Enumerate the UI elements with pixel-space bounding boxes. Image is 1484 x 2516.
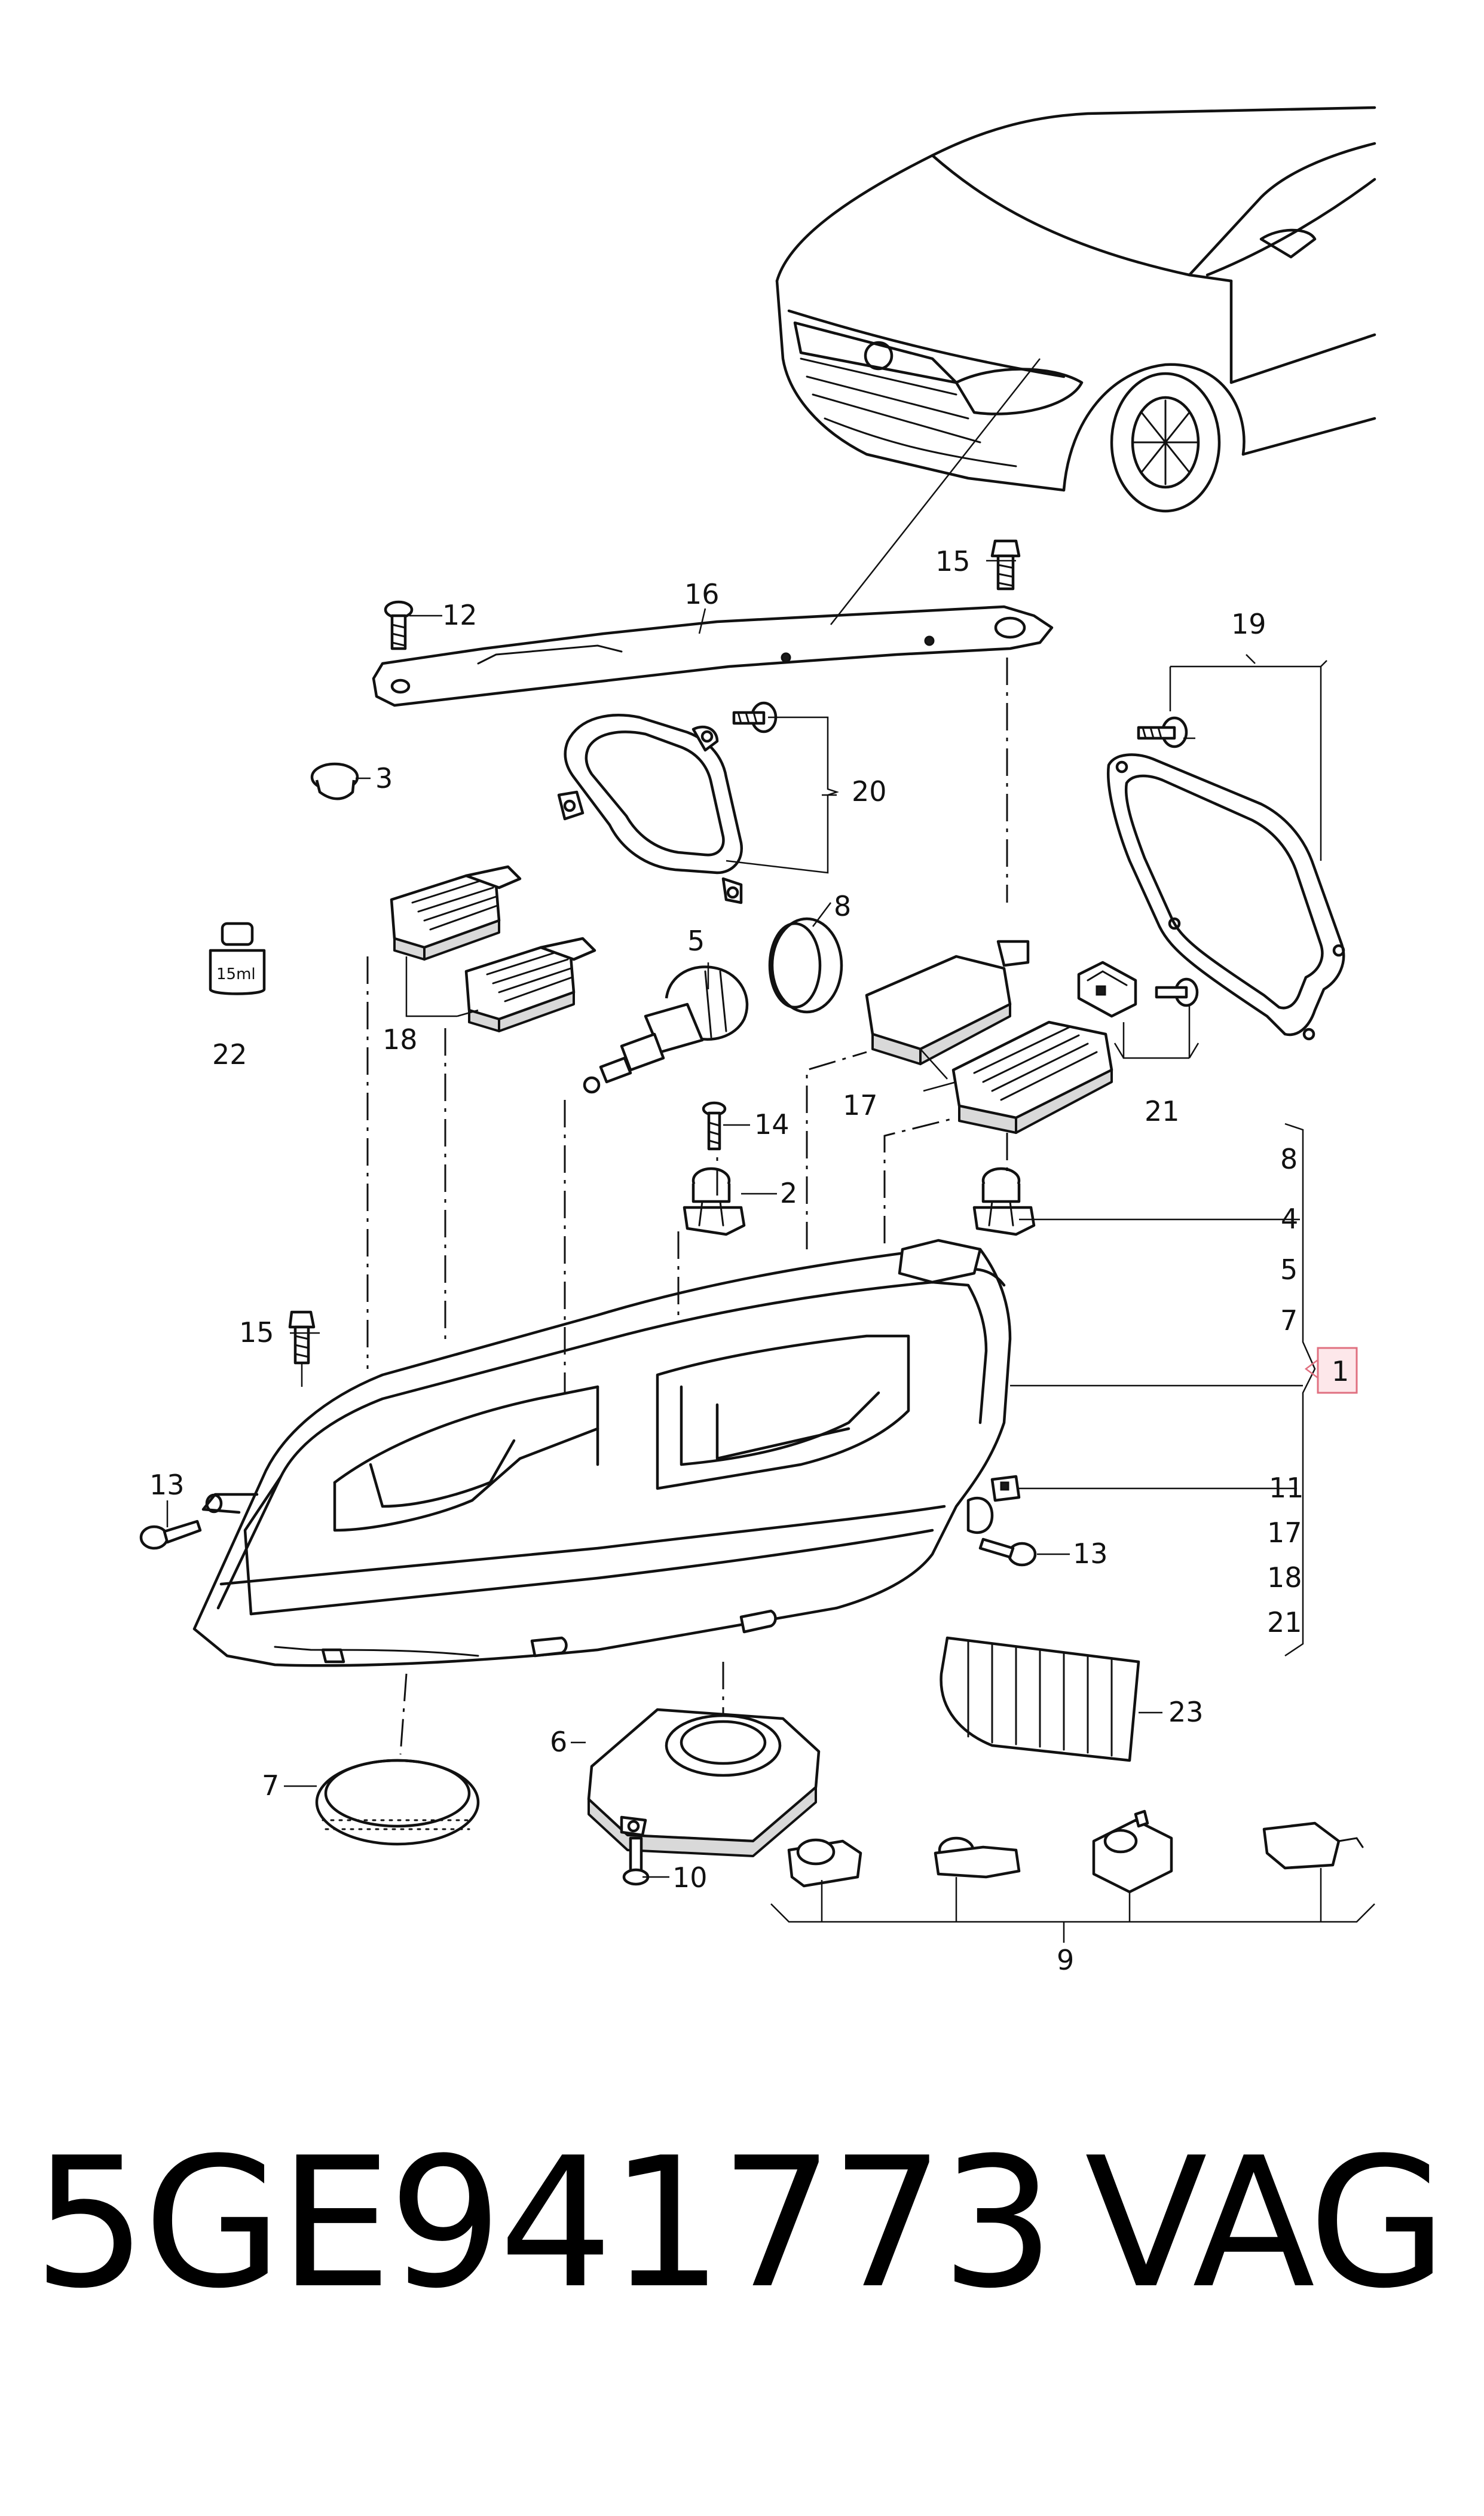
part-15-bolt-top (990, 539, 1021, 591)
part-20-frame (557, 714, 743, 904)
part-19-screw (1137, 716, 1188, 748)
part-13-screw-right (978, 1537, 1037, 1567)
kit-item: 7 (1280, 1304, 1298, 1337)
callout-15-top: 15 (935, 545, 971, 577)
callout-5: 5 (687, 925, 705, 957)
part-22-grease-bottle: 15ml (209, 922, 266, 995)
callout-9: 9 (1057, 1944, 1074, 1976)
part-17-control-unit-b (951, 1020, 1113, 1134)
part-9-connector-c (1092, 1809, 1173, 1894)
part-12-bolt (384, 600, 414, 650)
callout-18: 18 (383, 1023, 418, 1056)
callout-16: 16 (684, 578, 720, 610)
part-1-headlight-assembly (192, 1239, 1012, 1667)
kit-item: 8 (1280, 1143, 1298, 1175)
kit-parts-list: 8 5 7 17 18 21 (1267, 1143, 1302, 1638)
part-7-ring (315, 1759, 480, 1846)
part-9-connector-b (934, 1836, 1021, 1879)
part-19-frame (1107, 753, 1345, 1041)
callout-1: 1 (1332, 1355, 1349, 1387)
callout-3: 3 (375, 762, 393, 794)
part-15-bolt-left (288, 1310, 316, 1365)
part-21-clip (1077, 961, 1137, 1018)
callout-19: 19 (1231, 608, 1266, 640)
leader-lines (166, 358, 1375, 1943)
callout-13-left: 13 (149, 1469, 185, 1501)
part-9-connector-a (787, 1838, 862, 1888)
callout-14: 14 (754, 1108, 790, 1141)
bottle-label: 15ml (216, 965, 256, 983)
callout-13-right: 13 (1073, 1537, 1108, 1570)
kit-item: 5 (1280, 1254, 1298, 1286)
callout-15-left: 15 (239, 1316, 274, 1349)
callout-6: 6 (550, 1726, 567, 1758)
part-number: 5GE941773 (33, 2119, 1055, 2328)
callout-23: 23 (1168, 1696, 1204, 1728)
callout-4: 4 (1281, 1203, 1298, 1235)
callout-7: 7 (262, 1769, 279, 1802)
kit-item: 17 (1267, 1517, 1302, 1549)
callout-21: 21 (1145, 1095, 1180, 1127)
part-21-screw (1155, 977, 1199, 1007)
part-4-adjuster (972, 1167, 1036, 1236)
callout-12: 12 (442, 599, 478, 631)
callout-2: 2 (780, 1177, 797, 1209)
part-9-connector-d (1262, 1821, 1364, 1870)
part-18-led-module-a (390, 865, 522, 961)
part-14-bolt (702, 1101, 727, 1151)
brand-name: VAG (1085, 2119, 1447, 2328)
callout-labels: 1 2 3 4 5 6 7 8 9 10 11 12 13 13 14 15 1… (149, 545, 1349, 1976)
part-3-plug (310, 762, 359, 800)
part-13-screw-left (139, 1520, 202, 1550)
callout-22: 22 (212, 1038, 247, 1071)
callout-8: 8 (834, 890, 851, 922)
kit-item: 21 (1267, 1606, 1302, 1638)
part-5-bulb (583, 965, 749, 1094)
part-2-adjuster (683, 1167, 746, 1236)
part-8-seal-ring (768, 917, 843, 1014)
part-18-led-module-b (464, 937, 596, 1032)
part-11-clip (990, 1475, 1021, 1502)
callout-10: 10 (672, 1861, 708, 1894)
part-6-control-unit (587, 1708, 821, 1857)
part-17-control-unit-a (865, 940, 1030, 1065)
part-16-mounting-bracket (372, 605, 1054, 707)
callout-17: 17 (843, 1089, 878, 1121)
kit-item: 18 (1267, 1561, 1302, 1594)
callout-11: 11 (1269, 1472, 1304, 1504)
callout-20: 20 (852, 775, 887, 808)
part-23-cover (940, 1636, 1140, 1762)
car-front-illustration (775, 106, 1376, 513)
